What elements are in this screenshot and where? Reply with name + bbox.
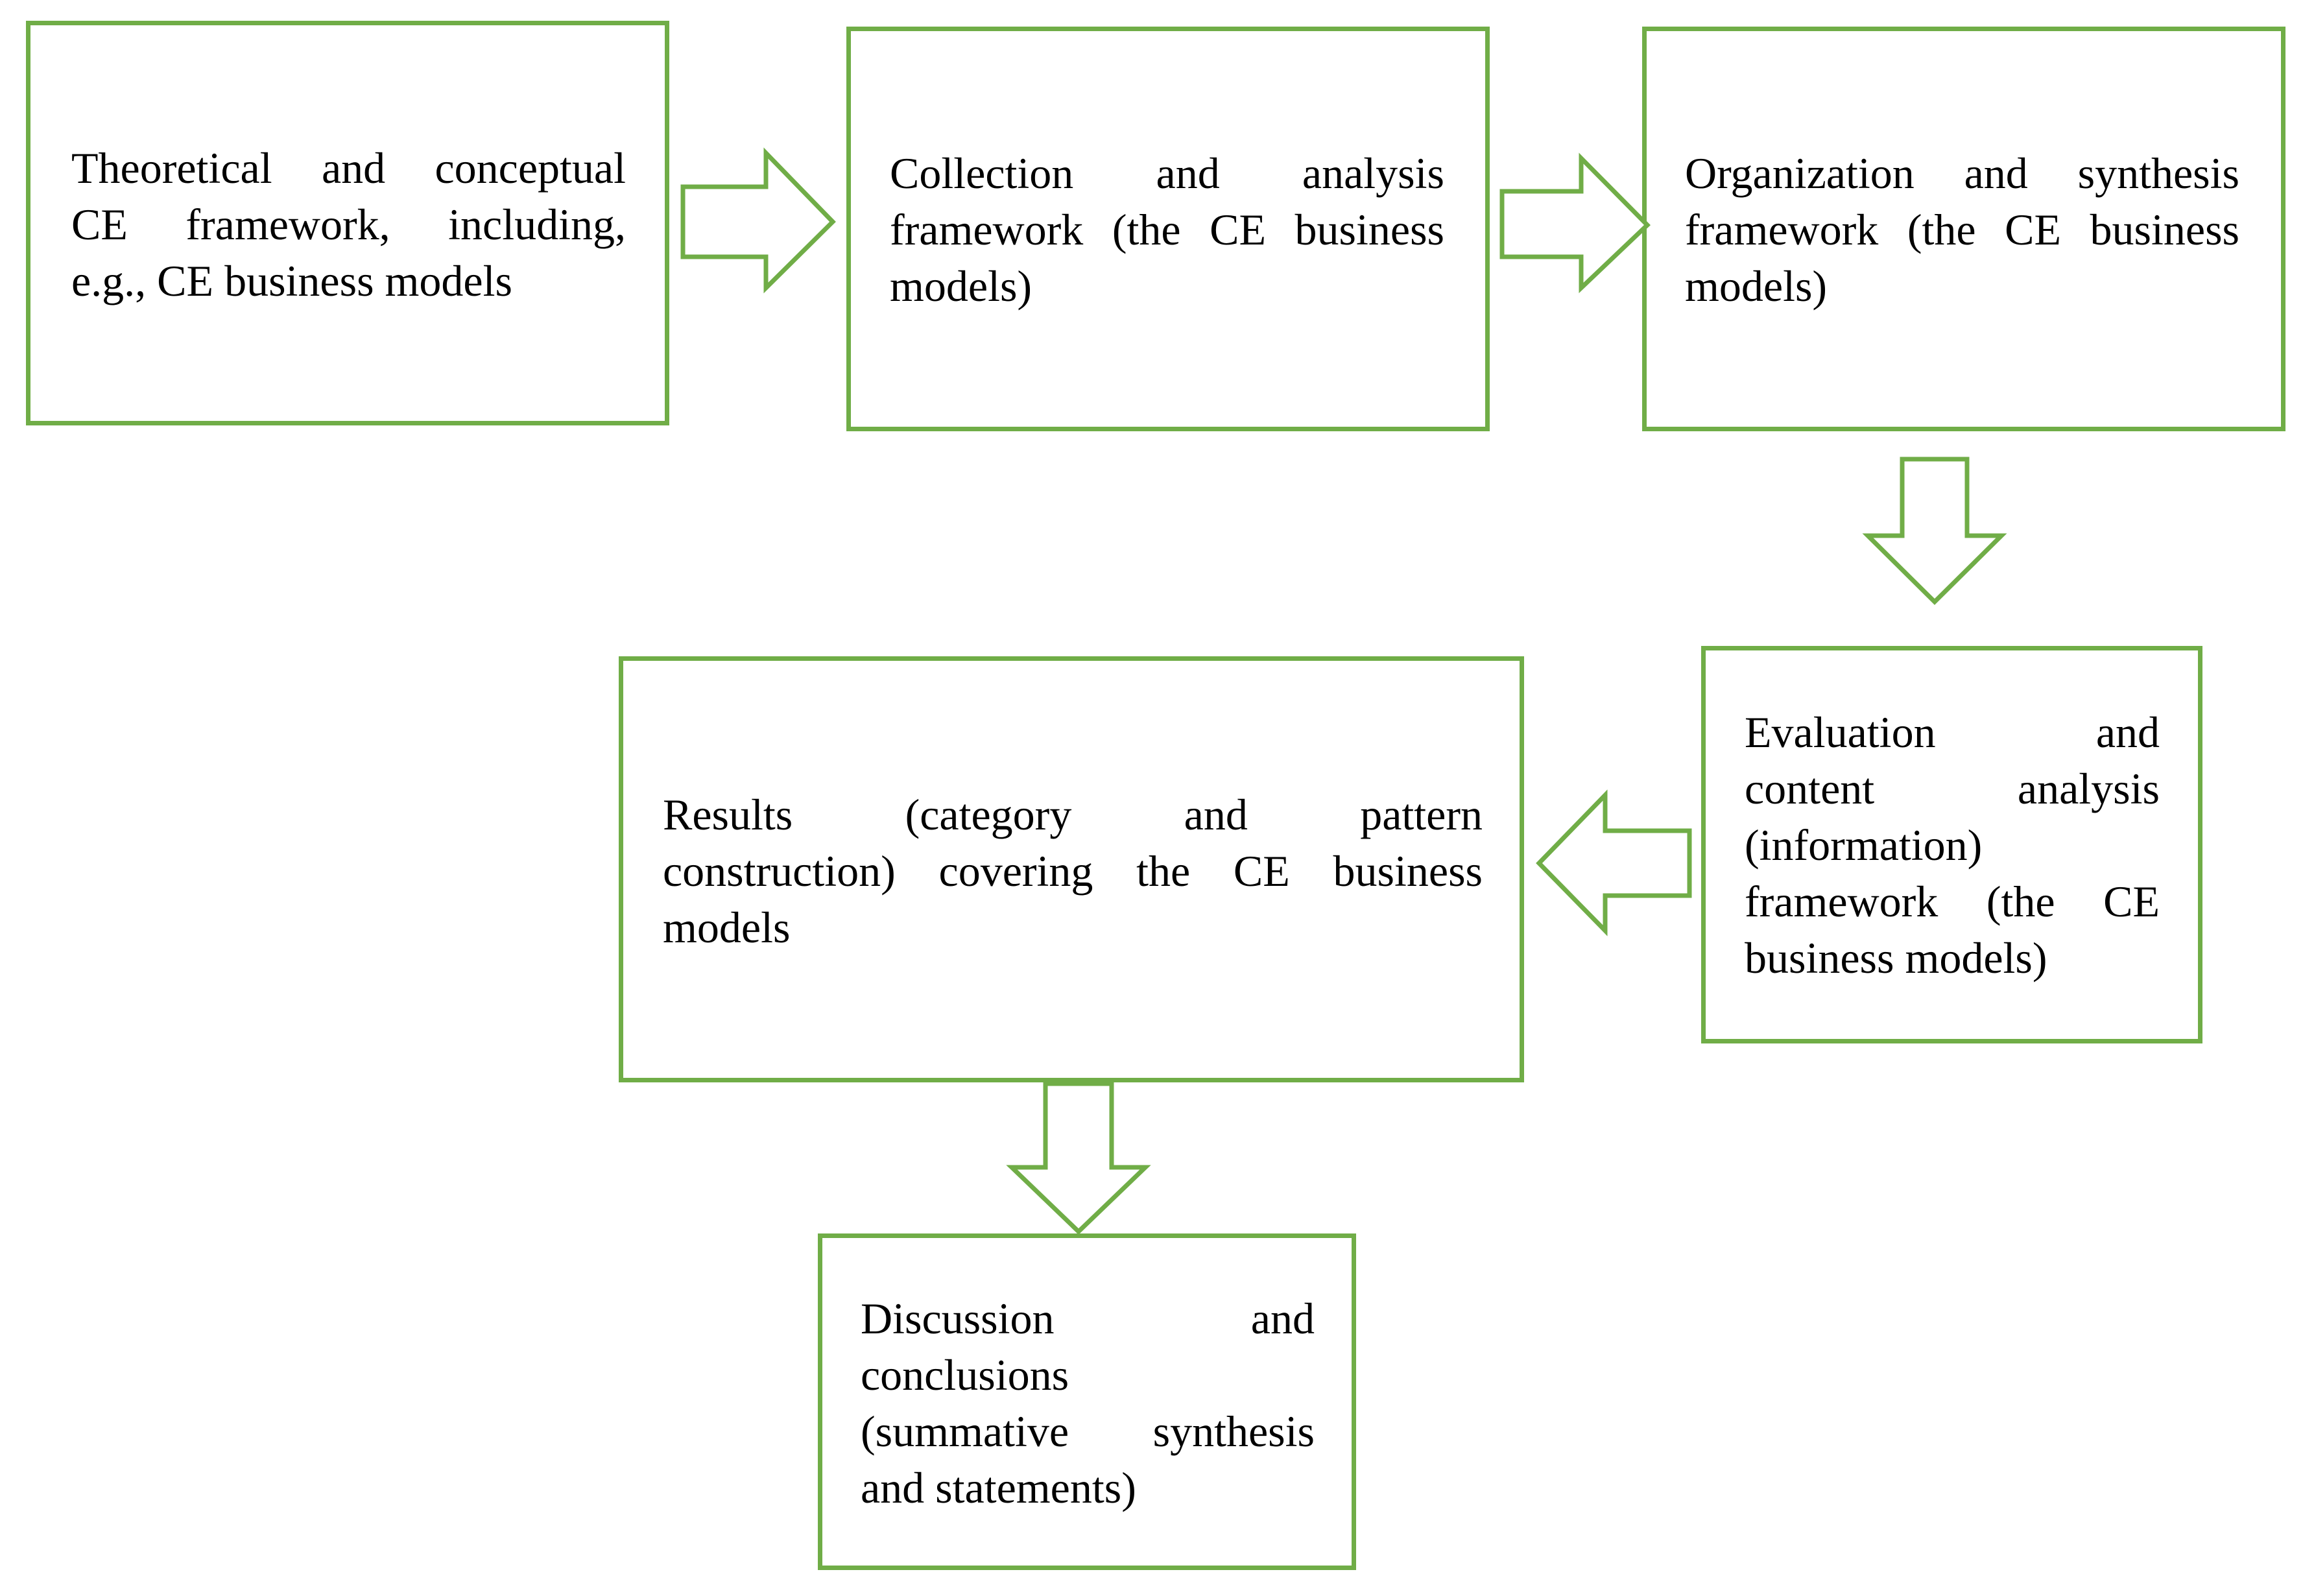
node-text-line: Results (category and pattern [663,790,1483,839]
node-organization-synthesis-text: Organization and synthesis framework (th… [1685,145,2239,315]
node-results-box [619,656,1524,1082]
arrow-right-theoretical-to-collection [680,147,836,294]
node-text-line: framework (the CE business [1685,205,2239,254]
node-text-line: construction) covering the CE business [663,846,1483,896]
arrow-right-collection-to-organization [1499,152,1651,294]
node-text-line: Theoretical and conceptual [71,143,626,193]
node-text-line: models [663,903,791,952]
arrow-down-organization-to-evaluation [1862,457,2007,605]
node-results-text: Results (category and pattern constructi… [663,787,1483,956]
node-theoretical-framework-box [26,21,669,425]
node-collection-analysis-box [846,27,1490,431]
node-discussion-conclusions-text: Discussion and conclusions (summative sy… [861,1291,1315,1516]
node-evaluation-content-analysis-box [1701,646,2202,1043]
node-organization-synthesis-box [1642,27,2285,431]
node-text-line: CE framework, including, [71,200,626,249]
node-text-line: conclusions [861,1350,1069,1399]
node-text-line: Discussion and [861,1294,1315,1343]
node-theoretical-framework-text: Theoretical and conceptual CE framework,… [71,140,626,309]
node-text-line: models) [1685,261,1828,311]
arrow-left-evaluation-to-results [1536,789,1692,936]
node-text-line: content analysis [1745,764,2160,813]
node-text-line: models) [890,261,1032,311]
node-text-line: Organization and synthesis [1685,149,2239,198]
node-evaluation-content-analysis-text: Evaluation and content analysis (informa… [1745,704,2160,986]
node-discussion-conclusions-box [818,1233,1356,1570]
node-text-line: (information) [1745,820,1983,870]
arrow-down-results-to-discussion [1006,1081,1151,1235]
node-text-line: Collection and analysis [890,149,1444,198]
node-text-line: business models) [1745,933,2047,983]
node-text-line: framework (the CE business [890,205,1444,254]
node-text-line: e.g., CE business models [71,256,512,305]
node-collection-analysis-text: Collection and analysis framework (the C… [890,145,1444,315]
node-text-line: framework (the CE [1745,877,2160,926]
node-text-line: (summative synthesis [861,1407,1315,1456]
node-text-line: Evaluation and [1745,708,2160,757]
node-text-line: and statements) [861,1463,1136,1512]
